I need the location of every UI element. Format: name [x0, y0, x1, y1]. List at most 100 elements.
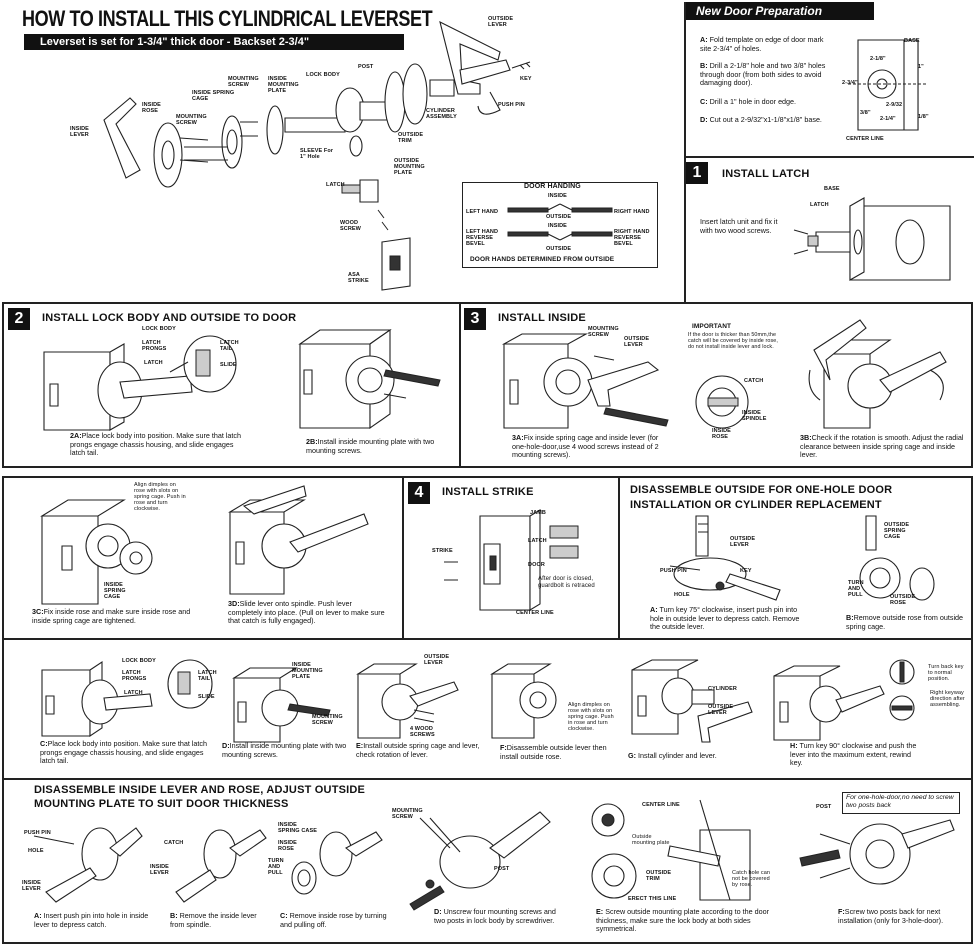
- row3-c-caption: C:Place lock body into position. Make su…: [40, 739, 208, 766]
- step1-number: 1: [686, 162, 708, 184]
- row3-f-drawing: [488, 660, 568, 740]
- r4-catch-hole: Catch hole can not be covered by rose.: [732, 870, 771, 888]
- row3-f-caption: F:Disassemble outside lever then install…: [500, 743, 607, 761]
- row3-g-drawing: [628, 656, 768, 746]
- s3-inside-rose: INSIDE ROSE: [712, 428, 731, 440]
- step1-latch-drawing: [790, 196, 960, 284]
- handing-doors-drawing: [500, 200, 620, 245]
- row4-a-caption: A: Insert push pin into hole in inside l…: [34, 911, 149, 929]
- r3-latch-tail: LATCH TAIL: [198, 670, 217, 682]
- label-push-pin: PUSH PIN: [498, 102, 525, 108]
- r3-right-keyway: Right keyway direction after assembling.: [930, 690, 965, 708]
- step1-divider: [684, 156, 974, 158]
- r3-latch-prongs: LATCH PRONGS: [122, 670, 147, 682]
- row3-e-drawing: [354, 660, 474, 740]
- dis-outside-spring-cage: OUTSIDE SPRING CAGE: [884, 522, 910, 540]
- row3-h-drawing: [770, 662, 890, 742]
- r3-slide: SLIDE: [198, 694, 215, 700]
- one-hole-note-box: [842, 792, 960, 814]
- step3b-drawing: [810, 320, 960, 430]
- s4-strike: STRIKE: [432, 548, 453, 554]
- prep-d: D: Cut out a 2-9/32"x1-1/8"x1/8" base.: [700, 115, 822, 124]
- r4-hole: HOLE: [28, 848, 44, 854]
- label-mounting-screw: MOUNTING SCREW: [228, 76, 259, 88]
- handing-right-hand: RIGHT HAND: [614, 209, 650, 215]
- prep-dim7: 1/8": [918, 114, 929, 120]
- s4-center-line: CENTER LINE: [516, 610, 554, 616]
- prep-dim6: 1": [918, 64, 924, 70]
- step3c-caption: 3C:Fix inside rose and make sure inside …: [32, 607, 191, 625]
- label-wood-screw: WOOD SCREW: [340, 220, 361, 232]
- row4-c-drawing: [286, 820, 386, 910]
- r4-erect-line: ERECT THIS LINE: [628, 896, 677, 902]
- step2b-drawing: [290, 324, 450, 434]
- dis-b-caption: B:Remove outside rose from outside sprin…: [846, 613, 964, 631]
- row4-f-drawing: [790, 814, 960, 904]
- r4-b-inside-lever: INSIDE LEVER: [150, 864, 169, 876]
- r4-center-line: CENTER LINE: [642, 802, 680, 808]
- step3-catch-drawing: [692, 372, 752, 432]
- r4-outside-trim: OUTSIDE TRIM: [646, 870, 672, 882]
- prep-dim4: 3/8": [860, 110, 871, 116]
- row3-d-drawing: [230, 664, 340, 744]
- row3-d-caption: D:Install inside mounting plate with two…: [222, 741, 347, 759]
- dis-turn-pull: TURN AND PULL: [848, 580, 864, 598]
- s2-latch-tail: LATCH TAIL: [220, 340, 239, 352]
- handing-inside-mid: INSIDE: [548, 223, 567, 229]
- prep-c: C: Drill a 1" hole in door edge.: [700, 97, 797, 106]
- label-key: KEY: [520, 76, 532, 82]
- row4-note: For one-hole-door,no need to screw two p…: [846, 794, 954, 809]
- r3-cylinder: CYLINDER: [708, 686, 737, 692]
- s3c-note: Align dimples on rose with slots on spri…: [134, 482, 186, 512]
- step3b-caption: 3B:Check if the rotation is smooth. Adju…: [800, 433, 964, 460]
- handing-left-hand: LEFT HAND: [466, 209, 499, 215]
- s2-slide: SLIDE: [220, 362, 237, 368]
- step3c-drawing: [38, 486, 168, 606]
- exploded-lock-diagram: [60, 10, 560, 300]
- dis-outside-lever: OUTSIDE LEVER: [730, 536, 756, 548]
- r4-inside-lever: INSIDE LEVER: [22, 880, 41, 892]
- step1-text: Insert latch unit and fix it with two wo…: [700, 217, 778, 235]
- dis-key: KEY: [740, 568, 752, 574]
- step3-number: 3: [464, 308, 486, 330]
- r4-inside-spring-case: INSIDE SPRING CASE: [278, 822, 317, 834]
- dis-a-caption: A: Turn key 75° clockwise, insert push p…: [650, 605, 800, 632]
- handing-lhr: LEFT HAND REVERSE BEVEL: [466, 229, 499, 247]
- row4-d-drawing: [400, 808, 560, 918]
- prep-center-line: CENTER LINE: [846, 136, 884, 142]
- dis-outside-rose: OUTSIDE ROSE: [890, 594, 916, 606]
- row4-title-2: MOUNTING PLATE TO SUIT DOOR THICKNESS: [34, 798, 289, 810]
- step3d-caption: 3D:Slide lever onto spindle. Push lever …: [228, 599, 385, 626]
- step3-title: INSTALL INSIDE: [498, 312, 586, 324]
- label-inside-rose: INSIDE ROSE: [142, 102, 161, 114]
- handing-outside-mid: OUTSIDE: [546, 214, 572, 220]
- s3c-inside-spring-cage: INSIDE SPRING CAGE: [104, 582, 126, 600]
- label-latch: LATCH: [326, 182, 345, 188]
- r3-inside-mounting-plate: INSIDE MOUNTING PLATE: [292, 662, 323, 680]
- step3d-drawing: [224, 486, 374, 596]
- prep-a: A: Fold template on edge of door mark si…: [700, 35, 824, 53]
- s3-important-text: If the door is thicker than 50mm,the cat…: [688, 332, 778, 350]
- step1-base-label: BASE: [824, 186, 840, 192]
- dis-title-1: DISASSEMBLE OUTSIDE FOR ONE-HOLE DOOR: [630, 484, 893, 496]
- row4-e-caption: E: Screw outside mounting plate accordin…: [596, 907, 770, 934]
- handing-rhr: RIGHT HAND REVERSE BEVEL: [614, 229, 650, 247]
- handing-title: DOOR HANDING: [524, 183, 581, 190]
- row3-g-caption: G: Install cylinder and lever.: [628, 751, 717, 760]
- step2-title: INSTALL LOCK BODY AND OUTSIDE TO DOOR: [42, 312, 297, 324]
- step1-latch-label: LATCH: [810, 202, 829, 208]
- step3a-caption: 3A:Fix inside spring cage and inside lev…: [512, 433, 659, 460]
- row3-h-caption: H: Turn key 90° clockwise and push the l…: [790, 741, 917, 768]
- row4-b-caption: B: Remove the inside lever from spindle.: [170, 911, 257, 929]
- step1-title: INSTALL LATCH: [722, 168, 810, 180]
- s3-inside-spindle: INSIDE SPINDLE: [742, 410, 767, 422]
- dis-title-2: INSTALLATION OR CYLINDER REPLACEMENT: [630, 499, 882, 511]
- label-inside-lever: INSIDE LEVER: [70, 126, 89, 138]
- r3-f-note: Align dimples on rose with slots on spri…: [568, 702, 614, 732]
- s4-latch: LATCH: [528, 538, 547, 544]
- prep-dim2: 2-3/4": [842, 80, 858, 86]
- page-subtitle: Leverset is set for 1-3/4" thick door - …: [24, 34, 404, 50]
- step2b-caption: 2B:Install inside mounting plate with tw…: [306, 437, 435, 455]
- prep-dim5: 2-1/4": [880, 116, 896, 122]
- dis-b-drawing: [850, 516, 960, 606]
